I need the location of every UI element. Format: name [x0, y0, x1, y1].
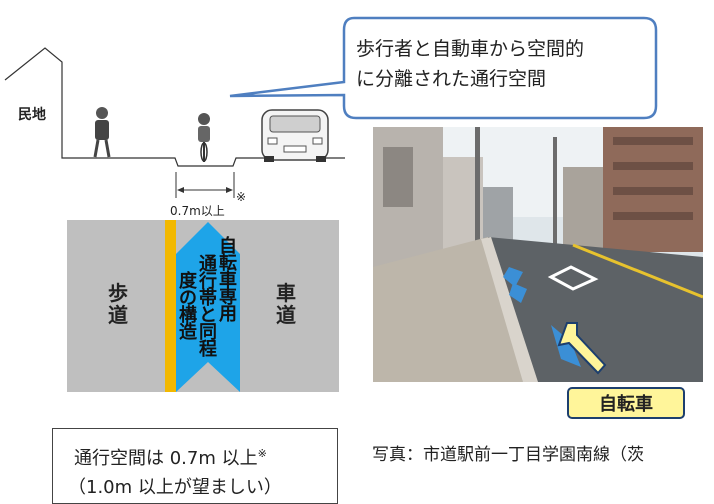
car-figure: [261, 109, 329, 162]
lane-text-column-2: 通行帯と同程: [199, 254, 217, 360]
private-land-label: 民地: [18, 107, 46, 123]
note-box: [52, 428, 338, 504]
pedestrian-figure: [93, 107, 111, 158]
sidewalk-label: 歩道: [108, 281, 128, 327]
callout-line-2: に分離された通行空間: [356, 68, 547, 90]
note-mark: ※: [236, 190, 247, 204]
note-box-line-1-mark: ※: [257, 447, 267, 460]
photo-caption: 写真：市道駅前一丁目学園南線（茨: [372, 445, 644, 465]
callout-line-1: 歩行者と自動車から空間的: [356, 38, 585, 60]
house-outline: [4, 47, 345, 167]
street-photo: [373, 127, 703, 382]
note-box-line-2: （1.0m 以上が望ましい）: [68, 477, 282, 498]
lane-text-column-3: 度の構造: [179, 271, 197, 343]
width-label: 0.7m以上: [170, 204, 225, 218]
callout-text: 歩行者と自動車から空間的 に分離された通行空間: [356, 34, 636, 94]
lane-text-column-1: 自転車専用: [219, 236, 237, 325]
roadway-label: 車道: [276, 281, 296, 327]
note-box-line-1: 通行空間は 0.7m 以上※: [74, 444, 267, 470]
curb-line: [165, 220, 176, 392]
note-box-line-1-text: 通行空間は 0.7m 以上: [74, 448, 258, 469]
bicycle-label: 自転車: [567, 387, 685, 419]
cyclist-figure: [198, 113, 210, 162]
callout-bubble: [229, 16, 658, 120]
